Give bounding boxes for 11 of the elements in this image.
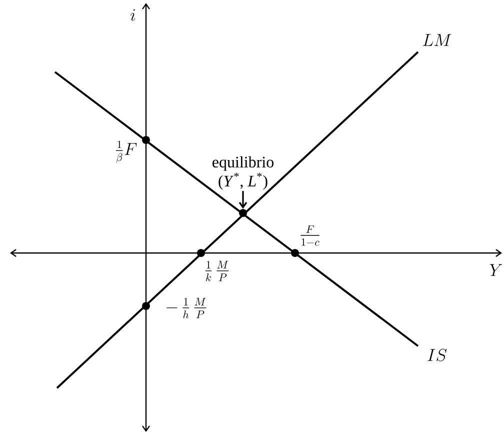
curve-label: $IS$	[428, 348, 447, 362]
curve-label: $LM$	[422, 34, 452, 46]
axis-label: $Y$	[490, 264, 502, 276]
intercept-label: $\frac{1}{\beta}F$	[116, 140, 137, 163]
axis-label: $i$	[130, 9, 135, 21]
intercept-label: $\frac{1}{k}\,\frac{M}{P}$	[205, 260, 229, 282]
intercept-label: $-\,\frac{1}{h}\,\frac{M}{P}$	[166, 298, 206, 318]
intercept-label: $\frac{F}{1-c}$	[300, 225, 320, 246]
equilibrium-point	[239, 208, 247, 217]
arrow	[238, 190, 248, 209]
annotation-text: equilibrio (Y$^{*}$, L$^{*}$)	[212, 156, 274, 190]
